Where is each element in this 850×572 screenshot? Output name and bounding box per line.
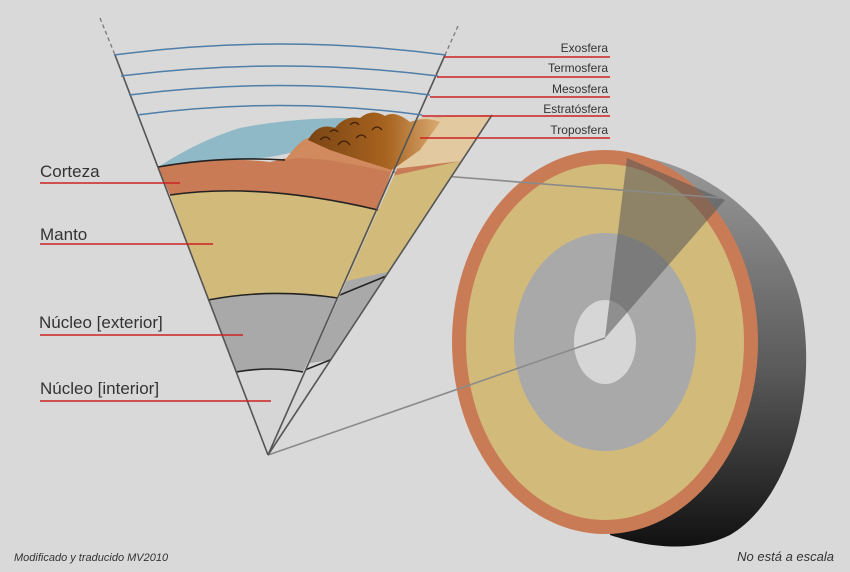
crust-segment — [158, 155, 392, 210]
layer-labels: Corteza Manto Núcleo [exterior] Núcleo [… — [39, 162, 271, 402]
credit-text: Modificado y traducido MV2010 — [14, 552, 169, 564]
globe-wedge-cutout — [605, 158, 725, 338]
label-corteza: Corteza — [40, 162, 180, 184]
label-nucleo-interior: Núcleo [interior] — [40, 379, 271, 402]
label-nucleo-exterior: Núcleo [exterior] — [39, 313, 243, 336]
mountains — [308, 112, 440, 170]
label-mesosfera: Mesosfera — [552, 82, 608, 96]
label-manto: Manto — [40, 225, 213, 245]
globe-inner-core — [574, 300, 636, 384]
globe-cross-section — [452, 150, 807, 547]
continent — [285, 138, 392, 172]
label-nucleo-interior-text: Núcleo [interior] — [40, 379, 159, 398]
label-termosfera: Termosfera — [548, 61, 608, 75]
atmosphere-arcs — [113, 43, 447, 116]
outer-core-segment — [208, 293, 338, 372]
label-exosfera: Exosfera — [561, 41, 609, 55]
label-estratosfera: Estratósfera — [543, 102, 608, 116]
ocean — [158, 118, 350, 167]
atmosphere-labels: Exosfera Termosfera Mesosfera Estratósfe… — [420, 41, 610, 139]
mantle-segment — [170, 190, 378, 300]
layer-wedge — [99, 17, 493, 456]
scale-note-text: No está a escala — [737, 549, 834, 564]
inner-core-segment — [236, 369, 303, 455]
label-corteza-text: Corteza — [40, 162, 100, 181]
label-manto-text: Manto — [40, 225, 87, 244]
label-troposfera: Troposfera — [550, 123, 608, 137]
label-nucleo-exterior-text: Núcleo [exterior] — [39, 313, 163, 332]
